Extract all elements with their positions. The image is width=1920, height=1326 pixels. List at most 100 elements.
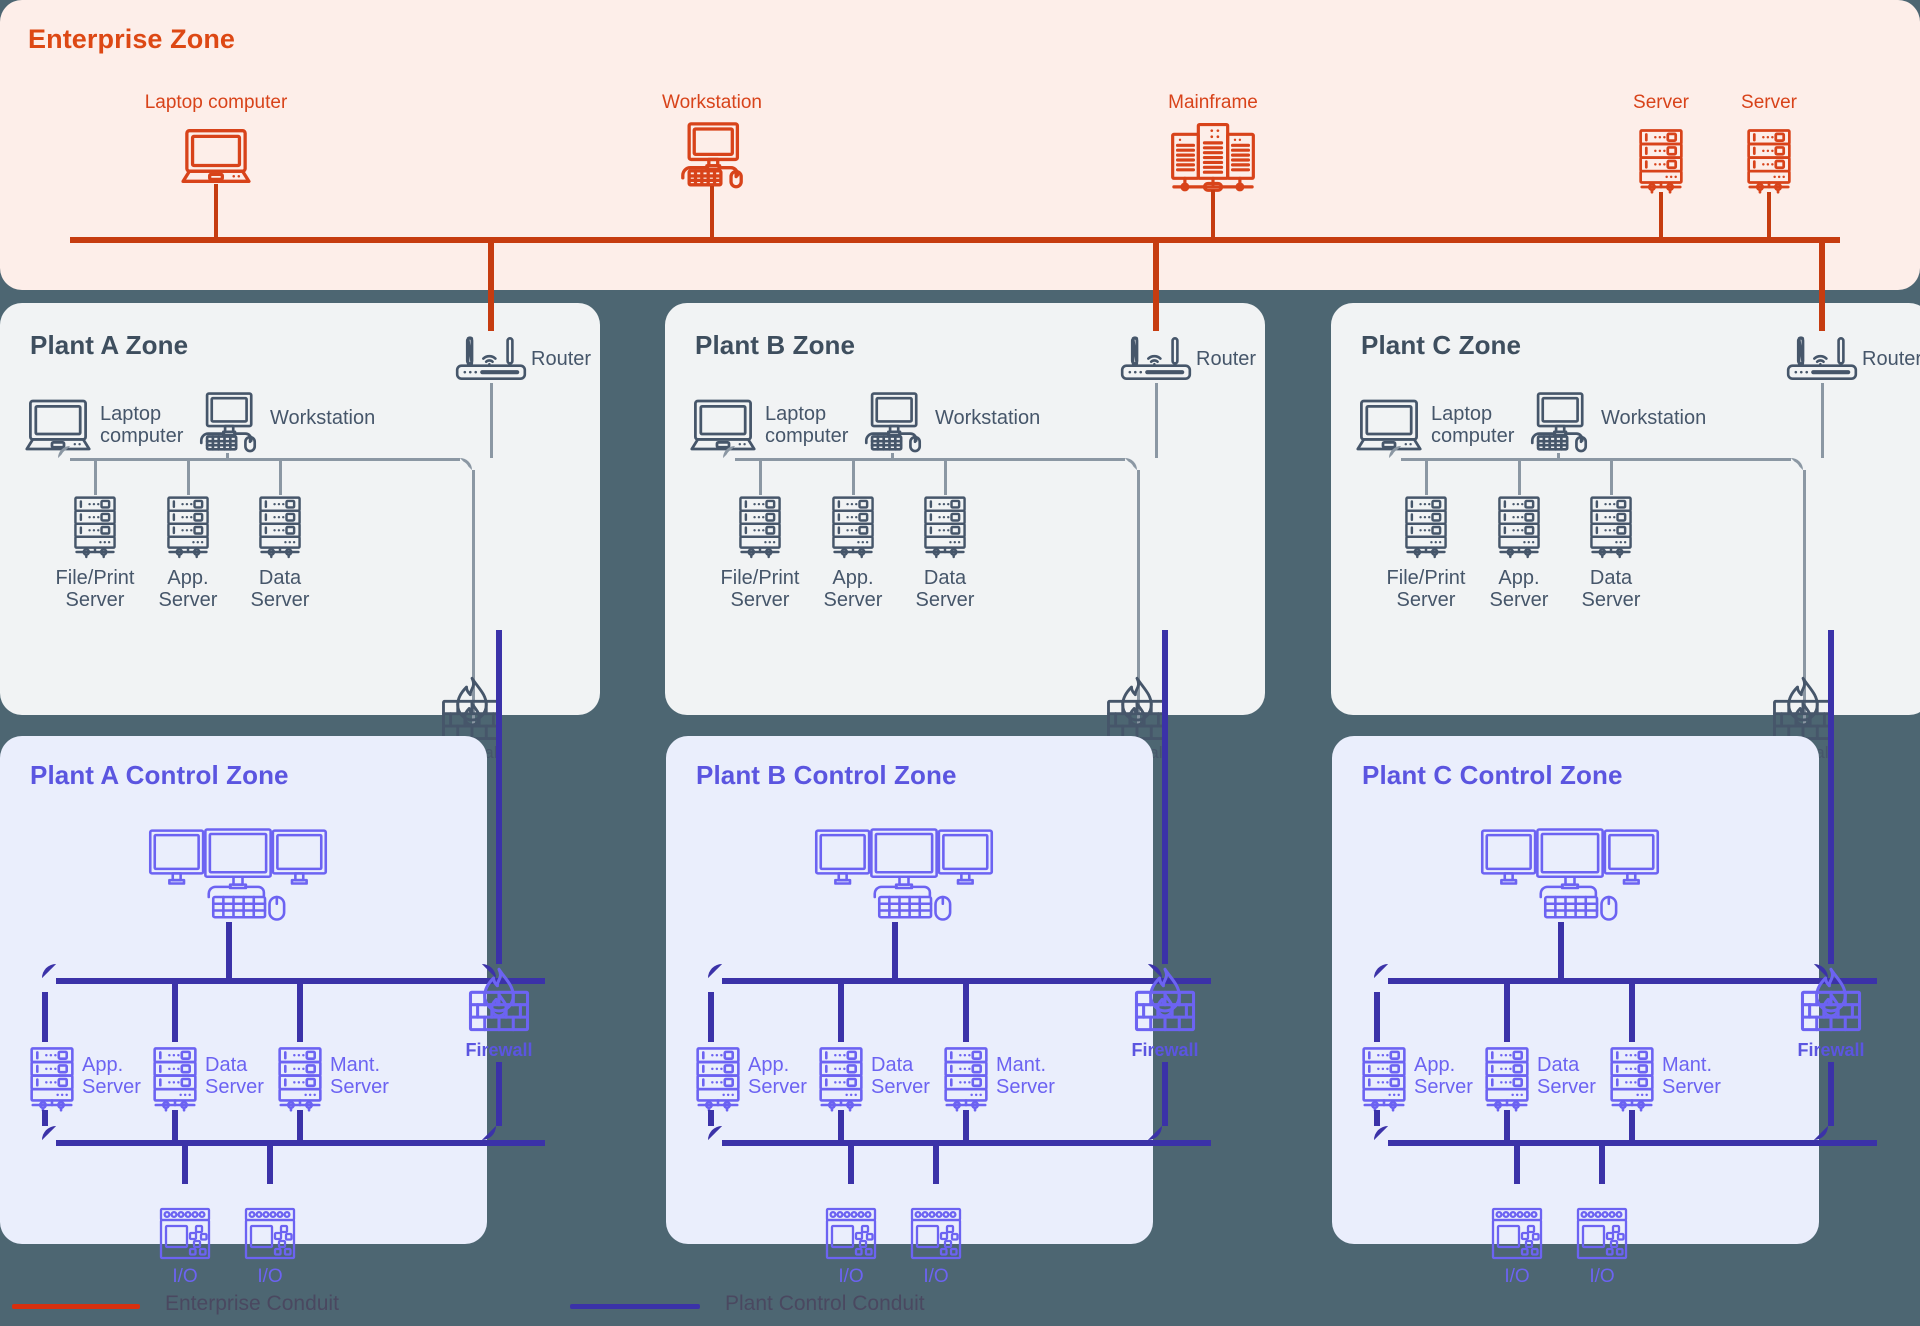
enterprise-node-label-workstation: Workstation: [662, 92, 762, 113]
io-riser-1-0: [848, 1146, 854, 1184]
control-server-label-2-1: Data Server: [1537, 1054, 1596, 1099]
control-fw-elbow-bottom-0: [482, 1126, 496, 1140]
firewall-icon: [1131, 966, 1199, 1034]
control-lower-bus-2: [1388, 1140, 1877, 1146]
plant-to-firewall-2: [1803, 470, 1806, 725]
firewall-icon: [465, 966, 533, 1034]
hmi-drop-1: [891, 922, 898, 978]
plant-conduit-elbow-right-1: [1125, 458, 1137, 470]
router-label-0: Router: [531, 348, 592, 370]
plant-drop-workstation-1: [891, 453, 894, 458]
control-lower-riser-2-0: [1504, 1110, 1510, 1140]
server-rack-icon: [920, 495, 970, 559]
legend-swatch-1: [570, 1304, 700, 1309]
workstation-icon: [192, 391, 264, 453]
plant-riser-server-2-2: [1610, 461, 1613, 495]
control-zone-panel-0: [0, 736, 487, 1244]
plant-conduit-elbow-left-0: [58, 446, 70, 458]
control-upper-bus-2: [1388, 978, 1877, 984]
control-fw-lower-2: [1828, 1062, 1834, 1126]
server-rack-icon: [163, 495, 213, 559]
enterprise-drop-to-router-2: [1819, 237, 1825, 331]
plant-drop-workstation-0: [226, 453, 229, 458]
control-firewall-label-0: Firewall: [465, 1040, 533, 1060]
control-server-label-1-2: Mant. Server: [996, 1054, 1055, 1099]
legend-swatch-0: [12, 1304, 140, 1309]
io-label-1-0: I/O: [838, 1266, 864, 1287]
control-firewall-label-1: Firewall: [1131, 1040, 1199, 1060]
plant-drop-router-1: [1155, 383, 1158, 458]
control-upper-elbow-1: [708, 964, 722, 978]
control-riser-app-0: [42, 992, 48, 1042]
control-lower-riser-1-1: [963, 1110, 969, 1140]
control-server-label-0-0: App. Server: [82, 1054, 141, 1099]
conduit-drop-workstation: [710, 186, 714, 237]
control-lower-riser-0-1: [297, 1110, 303, 1140]
control-fw-lower-1: [1162, 1062, 1168, 1126]
plant-conduit-bus-2: [1401, 458, 1791, 461]
plant-server-label-1-1: App. Server: [823, 567, 883, 612]
plant-workstation-label-0: Workstation: [270, 407, 376, 429]
io-label-0-0: I/O: [172, 1266, 198, 1287]
triple-monitor-hmi-icon: [148, 828, 328, 930]
control-server-label-1-0: App. Server: [748, 1054, 807, 1099]
router-label-1: Router: [1196, 348, 1257, 370]
conduit-drop-server-2: [1767, 192, 1771, 237]
plant-server-label-0-1: App. Server: [158, 567, 218, 612]
plant-laptop-label-1: Laptop computer: [765, 403, 849, 448]
plant-riser-server-0-1: [187, 461, 190, 495]
workstation-icon: [857, 391, 929, 453]
control-lower-riser-1-0: [838, 1110, 844, 1140]
control-from-plant-firewall-1: [1162, 630, 1168, 964]
plant-drop-workstation-2: [1557, 453, 1560, 458]
plant-riser-server-0-0: [94, 461, 97, 495]
server-rack-icon: [1743, 128, 1795, 194]
server-rack-icon: [26, 1046, 78, 1112]
plant-server-label-2-0: File/Print Server: [1386, 567, 1466, 612]
control-upper-elbow-0: [42, 964, 56, 978]
server-rack-icon: [735, 495, 785, 559]
control-zone-panel-1: [666, 736, 1153, 1244]
control-fw-elbow-top-2: [1814, 964, 1828, 978]
plant-zone-title-2: Plant C Zone: [1361, 330, 1522, 360]
plant-laptop-label-0: Laptop computer: [100, 403, 184, 448]
conduit-drop-mainframe: [1211, 190, 1215, 237]
firewall-icon: [1103, 675, 1171, 743]
control-fw-elbow-bottom-2: [1814, 1126, 1828, 1140]
control-lower-elbow-0: [42, 1126, 56, 1140]
io-module-icon: [908, 1206, 964, 1262]
control-lower-riser-app-1: [708, 1110, 714, 1126]
plant-zone-title-1: Plant B Zone: [695, 330, 856, 360]
plant-server-label-2-1: App. Server: [1489, 567, 1549, 612]
server-rack-icon: [1494, 495, 1544, 559]
control-riser-server-2-1: [1504, 984, 1510, 1042]
server-rack-icon: [274, 1046, 326, 1112]
mainframe-icon: [1169, 122, 1257, 198]
plant-conduit-bus-0: [70, 458, 460, 461]
control-server-label-1-1: Data Server: [871, 1054, 930, 1099]
enterprise-node-label-mainframe: Mainframe: [1168, 92, 1258, 113]
workstation-icon: [672, 122, 752, 189]
laptop-icon: [22, 398, 94, 452]
io-riser-0-0: [182, 1146, 188, 1184]
io-riser-2-1: [1599, 1146, 1605, 1184]
laptop-icon: [687, 398, 759, 452]
control-riser-server-0-2: [297, 984, 303, 1042]
router-icon: [1120, 335, 1192, 381]
triple-monitor-hmi-icon: [814, 828, 994, 930]
io-label-0-1: I/O: [257, 1266, 283, 1287]
control-firewall-label-2: Firewall: [1797, 1040, 1865, 1060]
plant-server-label-0-0: File/Print Server: [55, 567, 135, 612]
firewall-icon: [1769, 675, 1837, 743]
plant-riser-server-0-2: [279, 461, 282, 495]
control-lower-elbow-2: [1374, 1126, 1388, 1140]
laptop-icon: [178, 128, 254, 184]
io-label-2-1: I/O: [1589, 1266, 1615, 1287]
control-upper-bus-0: [56, 978, 545, 984]
hmi-drop-0: [225, 922, 232, 978]
enterprise-node-label-server-1: Server: [1633, 92, 1689, 113]
enterprise-conduit-bus: [70, 237, 1840, 243]
plant-server-label-0-2: Data Server: [250, 567, 310, 612]
plant-server-label-2-2: Data Server: [1581, 567, 1641, 612]
